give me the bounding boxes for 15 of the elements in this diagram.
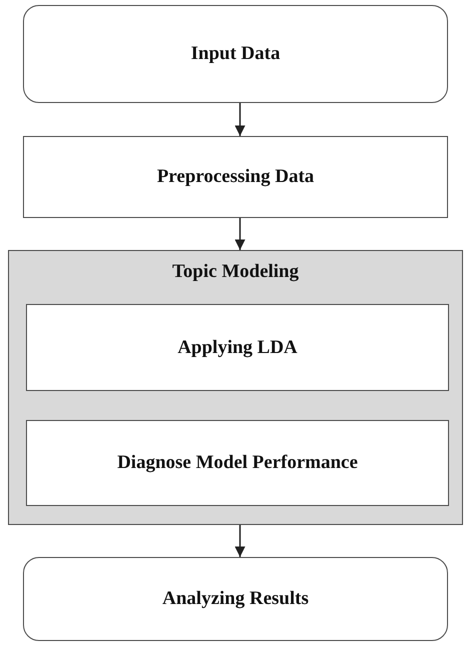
box-label: Input Data bbox=[190, 43, 280, 65]
process-box bbox=[26, 420, 449, 506]
group-panel bbox=[8, 250, 463, 525]
group-title: Topic Modeling bbox=[172, 261, 299, 283]
arrow bbox=[234, 525, 246, 557]
terminal-box bbox=[23, 5, 448, 103]
box-label: Applying LDA bbox=[178, 336, 298, 358]
arrow bbox=[234, 218, 246, 250]
box-label: Analyzing Results bbox=[162, 588, 309, 610]
terminal-box bbox=[23, 557, 448, 641]
process-box bbox=[23, 136, 448, 218]
process-box bbox=[26, 304, 449, 391]
box-label: Diagnose Model Performance bbox=[117, 452, 358, 474]
box-label: Preprocessing Data bbox=[156, 166, 314, 188]
arrow bbox=[234, 103, 246, 136]
